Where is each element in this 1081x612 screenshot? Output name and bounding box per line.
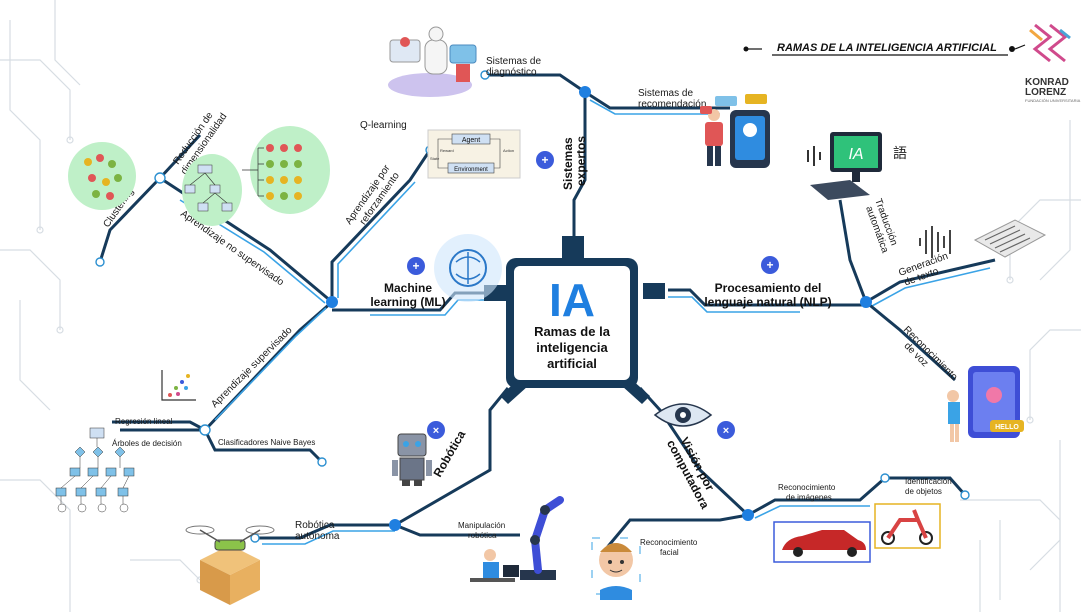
imagenes-label-line1: Reconocimiento: [778, 483, 836, 492]
decision-tree-icon: [55, 427, 135, 513]
logo-text-line1: KONRAD: [1025, 77, 1069, 88]
objetos-label-line2: de objetos: [905, 487, 942, 496]
regresion-label: Regresión lineal: [115, 417, 173, 426]
autonoma-label-line1: Robótica: [295, 520, 335, 531]
nodes: [95, 70, 970, 543]
clustered-fruits-image: [242, 126, 330, 214]
page-title: RAMAS DE LA INTELIGENCIA ARTIFICIAL: [777, 42, 997, 54]
manipulacion-label-line1: Manipulación: [458, 521, 505, 530]
arboles-label: Árboles de decisión: [112, 439, 182, 448]
autonoma-label-line2: autónoma: [295, 531, 340, 542]
expertos-label-line2: expertos: [574, 136, 588, 186]
center-line3: artificial: [547, 356, 597, 371]
diagnostico-label-line2: diagnóstico: [486, 67, 537, 78]
node-robotica: [389, 519, 401, 531]
face-recognition-image: [591, 537, 641, 600]
voice-recognition-image: HELLO: [947, 366, 1024, 442]
objetos-label-line1: Identificación: [905, 477, 952, 486]
facial-label-line2: facial: [660, 548, 679, 557]
svg-text:×: ×: [433, 425, 439, 437]
expertos-label-line1: Sistemas: [561, 137, 575, 190]
eye-icon: [653, 403, 713, 427]
rl-environment: Environment: [454, 167, 488, 173]
svg-text:+: +: [412, 259, 419, 273]
svg-text:×: ×: [723, 425, 729, 437]
supervisado-label: Aprendizaje supervisado: [209, 325, 295, 411]
recomendacion-label-line1: Sistemas de: [638, 88, 693, 99]
ml-branch: + Machine learning (ML) Aprendizaje por …: [55, 110, 521, 513]
close-icon: [427, 421, 445, 439]
svg-text:+: +: [766, 258, 773, 272]
recommendation-system-image: [700, 94, 770, 168]
center-big-text: IA: [549, 274, 595, 326]
diagnostico-label-line1: Sistemas de: [486, 56, 541, 67]
konrad-lorenz-logo: KONRAD LORENZ FUNDACIÓN UNIVERSITARIA: [1025, 23, 1081, 103]
hello-bubble: HELLO: [995, 424, 1019, 431]
node-expertos: [579, 86, 591, 98]
header: RAMAS DE LA INTELIGENCIA ARTIFICIAL: [743, 42, 1026, 56]
robotic-arm-image: [470, 496, 564, 582]
close-icon: [717, 421, 735, 439]
center-line1: Ramas de la: [534, 324, 611, 339]
nlp-branch: + Procesamiento del lenguaje natural (NL…: [704, 132, 1047, 442]
medical-robot-image: [388, 26, 477, 97]
node-no-supervisado: [154, 172, 166, 184]
main-connectors: [98, 73, 996, 551]
rl-agent: Agent: [462, 137, 480, 144]
manipulacion-label-line2: robótica: [468, 531, 497, 540]
node-ml: [326, 296, 338, 308]
svg-text:語: 語: [893, 145, 907, 161]
plus-icon: [761, 256, 779, 274]
translation-computer-image: IA 語: [807, 132, 907, 200]
robot-image: [392, 433, 432, 486]
vision-branch: × Visión por computadora Reconocimiento …: [591, 403, 952, 600]
imagenes-label-line2: de imágenes: [786, 493, 832, 502]
expertos-branch: + Sistemas expertos Sistemas de diagnóst…: [388, 26, 770, 190]
logo-subtext: FUNDACIÓN UNIVERSITARIA: [1025, 98, 1081, 103]
node-objetos: [960, 490, 970, 500]
rl-reward: Reward: [440, 148, 454, 153]
plus-icon: [536, 151, 554, 169]
rl-diagram: Agent Environment Reward State Action: [427, 129, 521, 179]
node-imagenes: [880, 473, 890, 483]
clustering-fruits-image: [68, 142, 136, 210]
car-detection-image: [773, 521, 871, 563]
screen-ia-text: IA: [848, 146, 863, 163]
node-clustering: [95, 257, 105, 267]
nlp-label-line2: lenguaje natural (NLP): [704, 295, 831, 309]
node-supervisado: [199, 424, 211, 436]
node-naive-bayes: [317, 457, 327, 467]
recomendacion-label-line2: recomendación: [638, 99, 706, 110]
scooter-detection-image: [874, 503, 941, 549]
center-chip: IA Ramas de la inteligencia artificial: [484, 236, 665, 404]
dimensionality-diagram: [182, 154, 242, 226]
rl-action: Action: [503, 148, 514, 153]
text-generation-image: [919, 219, 1047, 258]
qlearning-label: Q-learning: [360, 120, 407, 131]
ml-label-line2: learning (ML): [370, 295, 445, 309]
facial-label-line1: Reconocimiento: [640, 538, 698, 547]
naive-bayes-label: Clasificadores Naive Bayes: [218, 438, 315, 447]
plus-icon: [407, 257, 425, 275]
nlp-label-line1: Procesamiento del: [715, 281, 822, 295]
drone-delivery-image: [185, 525, 275, 605]
node-vision: [742, 509, 754, 521]
rl-state: State: [430, 156, 440, 161]
svg-text:+: +: [541, 153, 548, 167]
ml-label-line1: Machine: [384, 281, 432, 295]
logo-text-line2: LORENZ: [1025, 87, 1066, 98]
center-line2: inteligencia: [536, 340, 608, 355]
node-diagnostico: [480, 70, 490, 80]
node-nlp: [860, 296, 872, 308]
scatter-chart-icon: [161, 370, 196, 401]
